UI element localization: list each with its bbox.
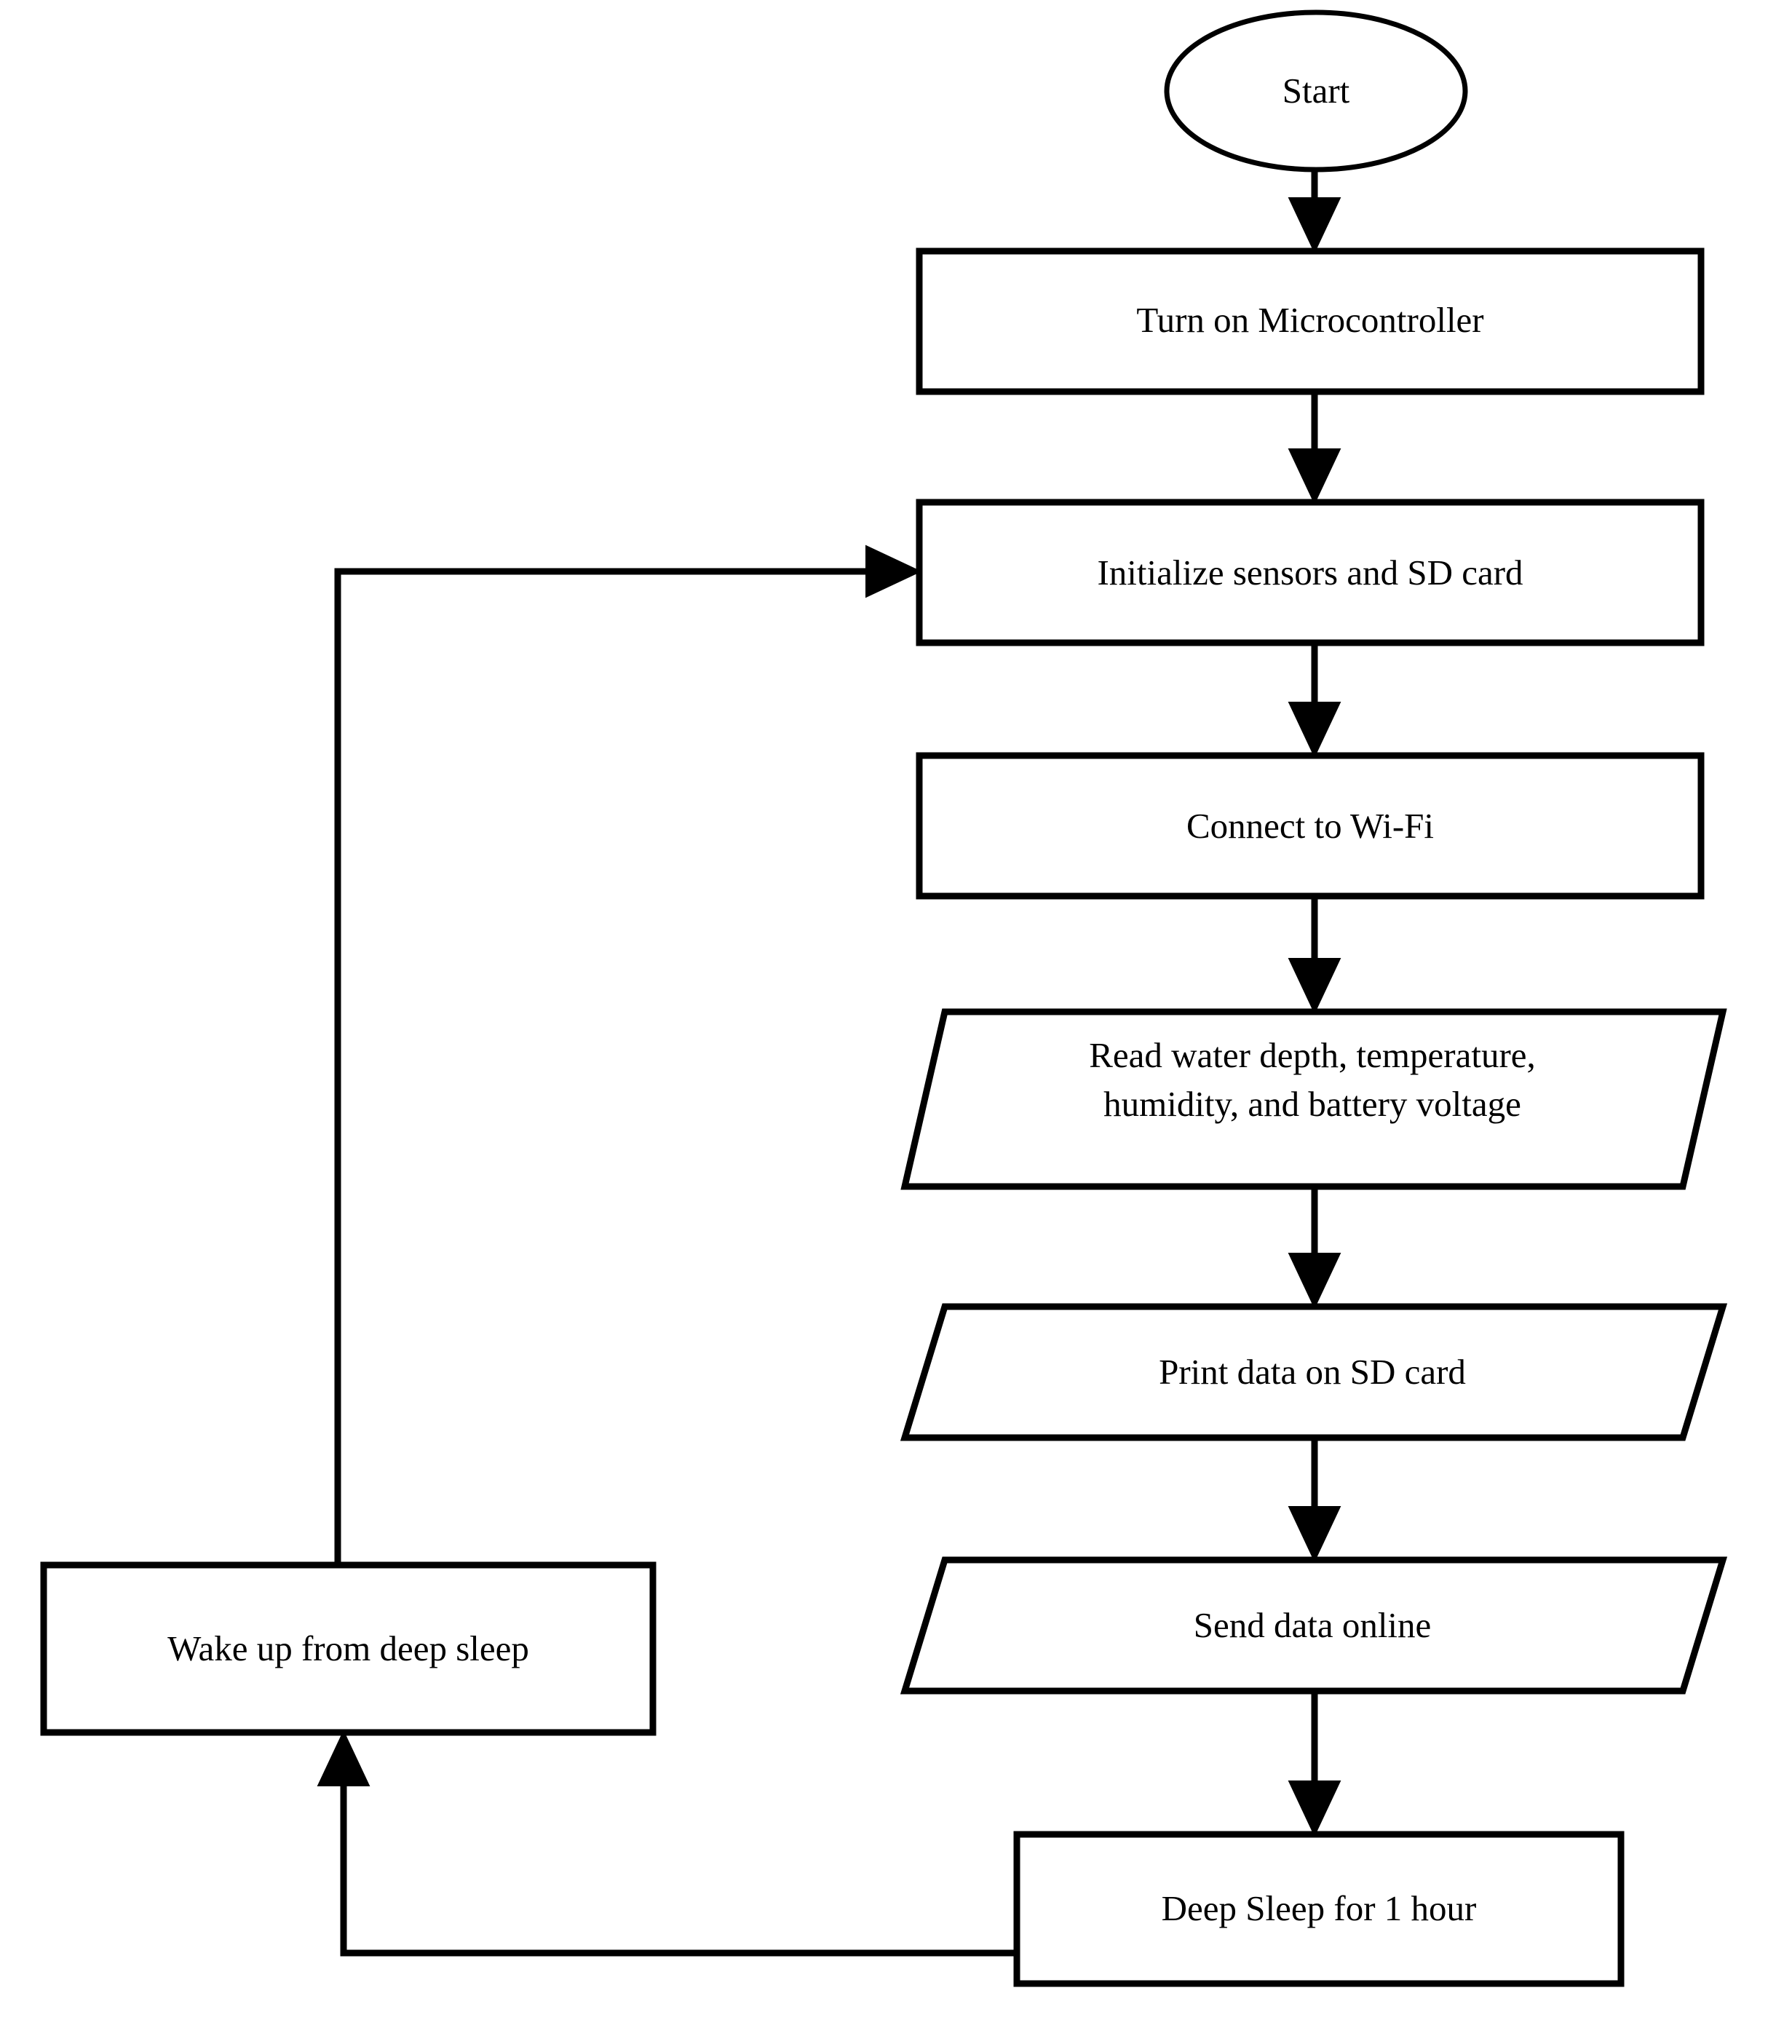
node-wake-up (40, 1561, 657, 1736)
node-deep-sleep (1013, 1831, 1625, 1987)
edge-deep-sleep-to-wake-up (317, 1730, 1017, 1957)
node-print-data-sd-card (900, 1303, 1728, 1441)
node-start (1164, 9, 1468, 173)
node-turn-on-microcontroller (916, 247, 1705, 395)
node-send-data-online (900, 1556, 1728, 1695)
node-initialize-sensors (916, 499, 1705, 646)
node-connect-to-wifi (916, 752, 1705, 900)
node-read-sensors (900, 1008, 1727, 1190)
edge-wake-up-to-initialize (334, 544, 922, 1565)
